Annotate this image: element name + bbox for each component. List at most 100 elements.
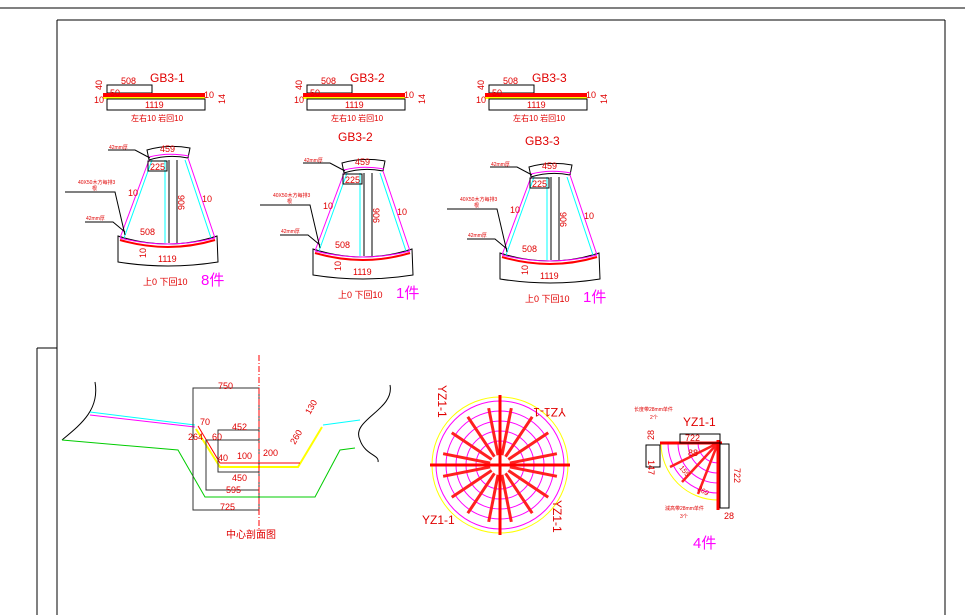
dim-459: 459 (160, 144, 175, 154)
dim-side-left: 10 (510, 205, 520, 215)
dim-60: 60 (212, 432, 222, 442)
fan-view: 459225906508101010111942mm厚40X50木方每排3根42… (65, 144, 224, 289)
dim-459: 459 (355, 157, 370, 167)
dim-88: 88 (688, 448, 698, 458)
dim-left-b: 50 (492, 88, 502, 98)
dim-bottom: 1119 (158, 254, 177, 264)
strip-note: 左右10 岩回10 (331, 113, 384, 123)
radial-rib (509, 465, 558, 478)
radial-rib (500, 474, 513, 523)
dim-bottom-left: 10 (520, 265, 530, 275)
dim-bottom-left: 10 (138, 248, 148, 258)
dim-right-a: 10 (586, 90, 596, 100)
circle-plan-view: YZ1-1 YZ1-1 YZ1-1 YZ1-1 (422, 385, 570, 535)
note-board: 40X50木方每排3 (78, 179, 115, 186)
dim-left-a: 40 (476, 80, 486, 90)
dim-269: 269 (696, 486, 710, 498)
dim-top: 508 (321, 76, 336, 86)
fan-title: GB3-2 (338, 130, 373, 144)
radial-rib (487, 474, 500, 523)
dim-side-left: 10 (128, 188, 138, 198)
circle-label-bottom-left: YZ1-1 (422, 513, 455, 527)
dim-side-left: 10 (323, 201, 333, 211)
note-board: 40X50木方每排3 (273, 192, 310, 199)
quarter-plan-view: 长度带28mm单件 2个 YZ1-1 722 28 147 88 155 269… (634, 406, 742, 552)
dim-906: 906 (558, 212, 568, 227)
dim-450: 450 (232, 473, 247, 483)
dim-bottom: 1119 (345, 100, 364, 110)
fan-caption: 上0 下回10 (525, 294, 570, 304)
radial-rib (504, 472, 534, 515)
dim-28-left: 28 (646, 430, 656, 440)
section-caption: 中心剖面图 (226, 528, 276, 541)
piece-count: 8件 (201, 272, 224, 289)
dim-left-c: 10 (476, 95, 486, 105)
piece-count: 1件 (583, 289, 606, 306)
dim-264: 264 (188, 432, 203, 442)
dim-225: 225 (345, 175, 360, 185)
radial-rib (466, 472, 496, 515)
radial-rib (450, 469, 493, 499)
dim-right-a: 10 (204, 90, 214, 100)
note-42mm-bottom: 42mm厚 (281, 229, 300, 235)
radial-rib (450, 431, 493, 461)
note-42mm-top: 42mm厚 (304, 158, 323, 164)
dim-508: 508 (335, 240, 350, 250)
dim-side-right: 10 (397, 207, 407, 217)
fan-caption: 上0 下回10 (338, 290, 383, 300)
center-section-view: 750 70 264 60 452 40 100 200 450 595 725… (61, 355, 391, 541)
dim-595: 595 (226, 485, 241, 495)
dim-bottom-left: 10 (333, 261, 343, 271)
strip-note: 左右10 岩回10 (513, 113, 566, 123)
radial-rib (466, 415, 496, 458)
note-board-2: 根 (92, 185, 97, 192)
dim-260: 260 (288, 428, 304, 446)
dim-right-a: 10 (404, 90, 414, 100)
dim-right-b: 14 (417, 94, 427, 104)
strip-title: GB3-3 (532, 71, 567, 85)
quarter-note-bottom: 減高带28mm单件 (665, 505, 704, 512)
dim-right-b: 14 (217, 94, 227, 104)
dim-722-right: 722 (732, 468, 742, 483)
quarter-note-top: 长度带28mm单件 (634, 406, 673, 413)
dim-left-a: 40 (94, 80, 104, 90)
radial-rib (442, 465, 491, 478)
circle-label-top-left: YZ1-1 (435, 385, 449, 418)
dim-bottom: 1119 (145, 100, 164, 110)
dim-28-bottom: 28 (724, 511, 734, 521)
dim-508: 508 (140, 227, 155, 237)
note-42mm-top: 42mm厚 (109, 145, 128, 151)
quarter-note-bottom-count: 3个 (680, 514, 688, 520)
dim-452: 452 (232, 422, 247, 432)
dim-side-right: 10 (584, 211, 594, 221)
dim-725: 725 (220, 502, 235, 512)
dim-bottom: 1119 (527, 100, 546, 110)
note-board-2: 根 (474, 202, 479, 209)
radial-rib (442, 452, 491, 465)
note-42mm-top: 42mm厚 (491, 162, 510, 168)
radial-rib (487, 407, 500, 456)
note-board-2: 根 (287, 198, 292, 205)
dim-225: 225 (150, 162, 165, 172)
dim-top: 508 (121, 76, 136, 86)
circle-label-top-right: YZ1-1 (533, 405, 566, 419)
dim-40: 40 (218, 453, 228, 463)
dim-left-c: 10 (294, 95, 304, 105)
dim-side-right: 10 (202, 194, 212, 204)
circle-label-bottom-right: YZ1-1 (550, 500, 564, 533)
dim-906: 906 (176, 195, 186, 210)
quarter-title: YZ1-1 (683, 415, 716, 429)
dim-bottom: 1119 (540, 271, 559, 281)
radial-rib (507, 431, 550, 461)
fan-view: GB3-3459225906508101010111942mm厚40X50木方每… (447, 134, 606, 306)
dim-508: 508 (522, 244, 537, 254)
dim-70: 70 (200, 417, 210, 427)
